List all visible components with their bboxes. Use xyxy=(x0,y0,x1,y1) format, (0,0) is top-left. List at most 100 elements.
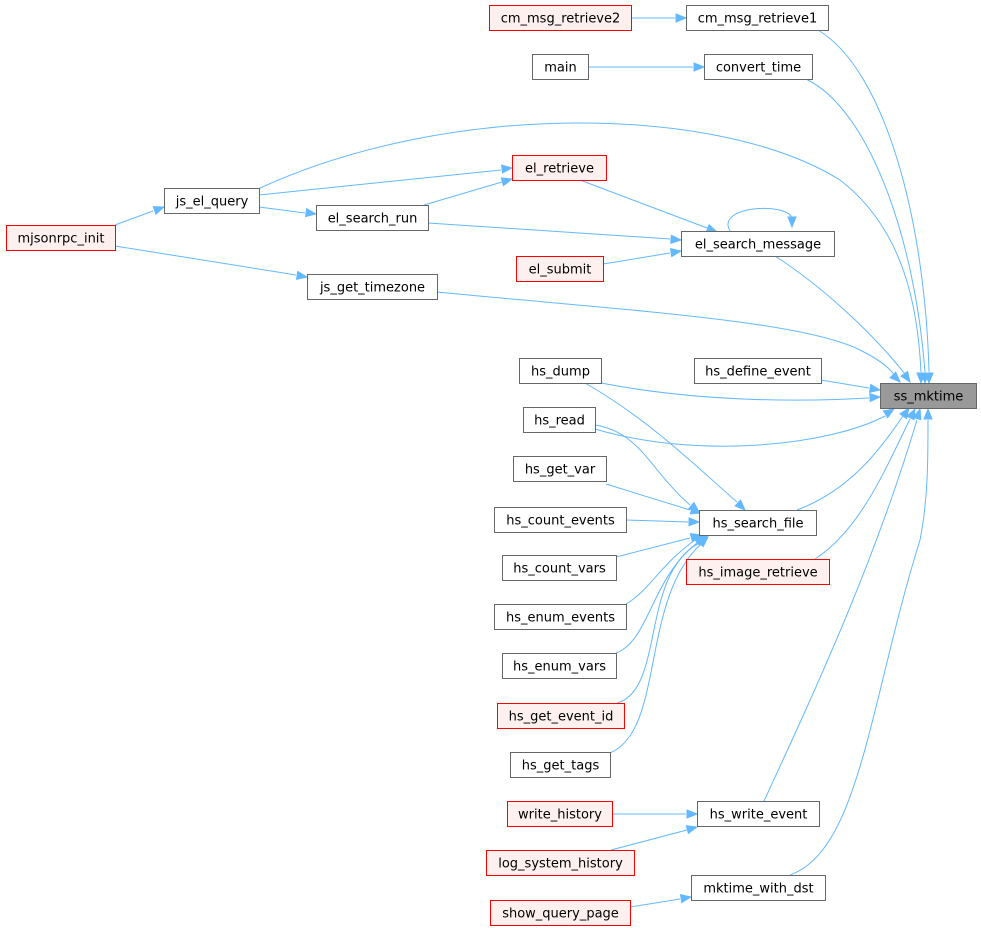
node-label: hs_write_event xyxy=(710,808,808,823)
node-box xyxy=(691,875,826,901)
node-hs-get-var[interactable]: hs_get_var xyxy=(513,456,607,482)
node-hs-get-event-id[interactable]: hs_get_event_id xyxy=(497,703,625,729)
node-hs-read[interactable]: hs_read xyxy=(523,407,596,433)
node-cm-msg-retrieve1[interactable]: cm_msg_retrieve1 xyxy=(686,5,829,31)
edge-hs_dump-to-hs_search_file xyxy=(584,382,746,511)
arrowhead-icon xyxy=(868,383,882,394)
node-box xyxy=(704,54,813,80)
node-convert-time[interactable]: convert_time xyxy=(704,54,813,80)
edge-line xyxy=(423,181,503,206)
arrowhead-icon xyxy=(882,408,896,419)
node-show-query-page[interactable]: show_query_page xyxy=(490,900,631,926)
arrowhead-icon xyxy=(923,407,933,420)
arrowhead-icon xyxy=(501,164,514,174)
node-log-system-history[interactable]: log_system_history xyxy=(486,850,635,876)
arrowhead-icon xyxy=(679,893,693,904)
node-el-retrieve[interactable]: el_retrieve xyxy=(512,155,607,181)
edge-hs_image_retrieve-to-ss_mktime xyxy=(814,407,916,560)
node-box xyxy=(523,407,596,433)
arrowhead-icon xyxy=(685,825,699,835)
node-hs-count-events[interactable]: hs_count_events xyxy=(494,507,627,533)
node-box xyxy=(532,54,589,80)
node-hs-dump[interactable]: hs_dump xyxy=(519,358,602,384)
edge-line xyxy=(257,122,922,373)
node-label: hs_enum_events xyxy=(506,611,615,626)
node-label: mjsonrpc_init xyxy=(17,232,104,247)
edge-line xyxy=(579,179,708,229)
node-hs-search-file[interactable]: hs_search_file xyxy=(699,510,817,536)
arrowhead-icon xyxy=(693,62,706,72)
node-box xyxy=(681,231,835,257)
node-mktime-with-dst[interactable]: mktime_with_dst xyxy=(691,875,826,901)
node-mjsonrpc-init[interactable]: mjsonrpc_init xyxy=(6,225,116,251)
arrowhead-icon xyxy=(500,177,514,187)
node-cm-msg-retrieve2[interactable]: cm_msg_retrieve2 xyxy=(489,5,632,31)
edge-line xyxy=(605,483,691,511)
edge-el_search_run-to-el_retrieve xyxy=(423,177,514,206)
node-label: hs_define_event xyxy=(705,365,811,380)
node-box xyxy=(497,703,625,729)
node-el-search-run[interactable]: el_search_run xyxy=(316,205,429,231)
node-box xyxy=(502,653,617,679)
edge-el_search_run-to-el_search_message xyxy=(427,222,683,244)
arrowhead-icon xyxy=(689,505,703,515)
node-label: hs_image_retrieve xyxy=(698,566,817,581)
arrowhead-icon xyxy=(734,499,746,511)
node-box xyxy=(486,850,635,876)
node-hs-get-tags[interactable]: hs_get_tags xyxy=(510,752,611,778)
arrowhead-icon xyxy=(787,216,797,229)
edge-el_submit-to-el_search_message xyxy=(602,247,683,265)
arrowhead-icon xyxy=(900,370,911,384)
arrowhead-icon xyxy=(697,536,710,548)
node-box xyxy=(494,507,627,533)
node-box xyxy=(307,274,438,300)
node-box xyxy=(507,801,613,827)
node-box xyxy=(686,5,829,31)
arrowhead-icon xyxy=(912,407,922,421)
node-ss-mktime[interactable]: ss_mktime xyxy=(880,383,977,409)
edge-line xyxy=(427,222,671,240)
node-hs-enum-events[interactable]: hs_enum_events xyxy=(494,604,627,630)
edge-line xyxy=(610,829,688,851)
node-write-history[interactable]: write_history xyxy=(507,801,613,827)
node-js-el-query[interactable]: js_el_query xyxy=(164,188,260,214)
node-main[interactable]: main xyxy=(532,54,589,80)
node-box xyxy=(519,358,602,384)
edge-mjsonrpc_init-to-js_el_query xyxy=(114,206,166,226)
node-box xyxy=(510,752,611,778)
edge-line xyxy=(602,252,671,265)
node-label: el_submit xyxy=(529,263,592,278)
node-js-get-timezone[interactable]: js_get_timezone xyxy=(307,274,438,300)
node-label: mktime_with_dst xyxy=(703,882,813,897)
node-box xyxy=(694,358,822,384)
node-label: js_get_timezone xyxy=(319,281,425,296)
node-hs-write-event[interactable]: hs_write_event xyxy=(697,801,820,827)
node-label: cm_msg_retrieve2 xyxy=(501,12,621,27)
edge-main-to-convert_time xyxy=(588,62,706,72)
edge-cm_msg_retrieve2-to-cm_msg_retrieve1 xyxy=(631,13,688,23)
node-el-search-message[interactable]: el_search_message xyxy=(681,231,835,257)
node-box xyxy=(512,155,607,181)
edge-line xyxy=(258,206,306,214)
node-hs-define-event[interactable]: hs_define_event xyxy=(694,358,822,384)
node-hs-enum-vars[interactable]: hs_enum_vars xyxy=(502,653,617,679)
edge-el_retrieve-to-el_search_message xyxy=(579,179,719,233)
edge-js_el_query-to-el_retrieve xyxy=(258,164,514,196)
node-label: log_system_history xyxy=(498,857,623,872)
node-label: show_query_page xyxy=(502,907,619,922)
node-label: hs_enum_vars xyxy=(513,660,606,675)
edge-hs_count_events-to-hs_search_file xyxy=(625,517,701,527)
node-label: cm_msg_retrieve1 xyxy=(698,12,818,27)
edge-line xyxy=(616,542,700,704)
edge-hs_define_event-to-ss_mktime xyxy=(820,379,882,394)
edge-el_search_message-to-el_search_message xyxy=(727,207,797,232)
node-hs-count-vars[interactable]: hs_count_vars xyxy=(502,555,617,581)
node-label: hs_get_var xyxy=(525,463,596,478)
edge-cm_msg_retrieve1-to-ss_mktime xyxy=(817,29,934,385)
node-box xyxy=(699,510,817,536)
node-box xyxy=(164,188,260,214)
node-hs-image-retrieve[interactable]: hs_image_retrieve xyxy=(686,559,830,585)
edge-line xyxy=(763,419,918,802)
edge-hs_get_event_id-to-hs_search_file xyxy=(616,535,709,704)
node-el-submit[interactable]: el_submit xyxy=(516,256,604,282)
